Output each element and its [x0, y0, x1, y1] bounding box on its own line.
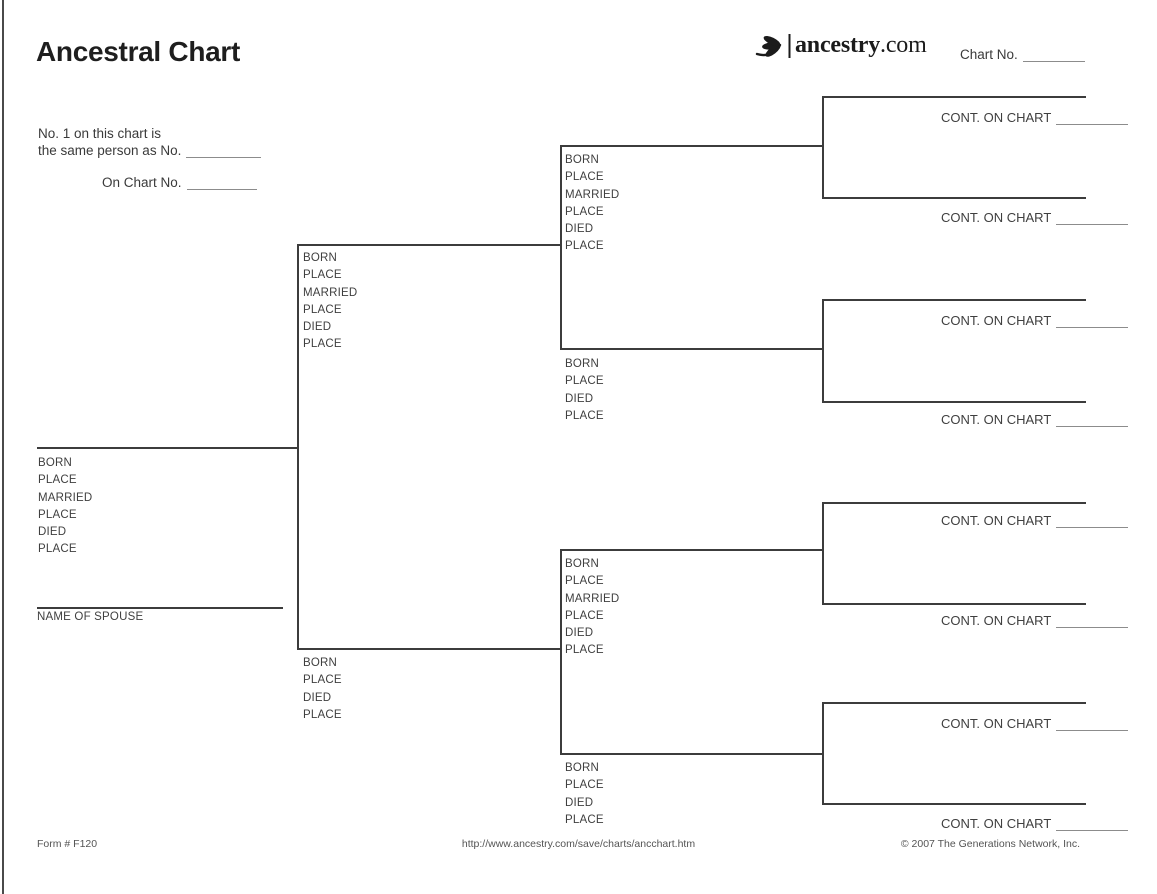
gen3-maternal-connector-line [560, 549, 562, 755]
cont-chart-blank-6 [1056, 615, 1129, 628]
gen3-paternal-connector-line [560, 145, 562, 350]
gen2-connector-line [297, 244, 299, 650]
reference-line-1: No. 1 on this chart is [38, 126, 162, 141]
maternal-grandfather-fields: BORN PLACE MARRIED PLACE DIED PLACE [565, 558, 620, 657]
paternal-grandmother-fields: BORN PLACE DIED PLACE [565, 358, 604, 422]
cont-on-chart-1: CONT. ON CHART [941, 110, 1129, 125]
chart-number-blank [1022, 49, 1085, 62]
cont-on-chart-4: CONT. ON CHART [941, 412, 1129, 427]
chart-number-field: Chart No. [960, 47, 1085, 62]
cont-chart-blank-3 [1056, 315, 1129, 328]
maternal-grandfather-name-line [560, 549, 822, 551]
cont-on-chart-5: CONT. ON CHART [941, 513, 1129, 528]
great-grandparent-line-5 [822, 502, 1086, 504]
on-chart-blank [186, 177, 257, 190]
page-edge-line [2, 0, 4, 894]
spouse-label: NAME OF SPOUSE [37, 611, 144, 623]
cont-chart-blank-8 [1056, 818, 1129, 831]
great-grandparent-line-2 [822, 197, 1086, 199]
gen4-bracket-4-connector [822, 702, 824, 805]
spouse-name-line [37, 607, 283, 609]
cont-on-chart-7: CONT. ON CHART [941, 716, 1129, 731]
father-fields: BORN PLACE MARRIED PLACE DIED PLACE [303, 252, 358, 351]
paternal-grandmother-name-line [560, 348, 822, 350]
form-number: Form # F120 [37, 838, 98, 850]
copyright-notice: © 2007 The Generations Network, Inc. [900, 838, 1080, 850]
great-grandparent-line-8 [822, 803, 1086, 805]
logo-wordmark: ancestry.com [795, 32, 927, 58]
great-grandparent-line-7 [822, 702, 1086, 704]
cont-chart-blank-5 [1056, 515, 1129, 528]
same-person-blank [186, 145, 262, 158]
maternal-grandmother-fields: BORN PLACE DIED PLACE [565, 762, 604, 826]
gen4-bracket-2-connector [822, 299, 824, 403]
cont-chart-blank-1 [1056, 112, 1129, 125]
cont-on-chart-3: CONT. ON CHART [941, 313, 1129, 328]
paternal-grandfather-name-line [560, 145, 822, 147]
cont-chart-blank-7 [1056, 718, 1129, 731]
great-grandparent-line-6 [822, 603, 1086, 605]
cont-on-chart-8: CONT. ON CHART [941, 816, 1129, 831]
gen4-bracket-1-connector [822, 96, 824, 199]
reference-line-2: the same person as No. [38, 143, 262, 158]
cont-chart-blank-4 [1056, 414, 1129, 427]
cont-on-chart-2: CONT. ON CHART [941, 210, 1129, 225]
gen4-bracket-3-connector [822, 502, 824, 605]
ancestry-leaf-icon [755, 34, 791, 58]
cont-on-chart-6: CONT. ON CHART [941, 613, 1129, 628]
mother-name-line [297, 648, 560, 650]
mother-fields: BORN PLACE DIED PLACE [303, 657, 342, 721]
page-title: Ancestral Chart [36, 36, 241, 67]
great-grandparent-line-1 [822, 96, 1086, 98]
reference-line-3: On Chart No. [102, 175, 257, 190]
great-grandparent-line-4 [822, 401, 1086, 403]
footer-url: http://www.ancestry.com/save/charts/ancc… [461, 838, 696, 850]
ancestry-logo: ancestry.com [753, 30, 927, 61]
person-fields: BORN PLACE MARRIED PLACE DIED PLACE [38, 457, 93, 556]
maternal-grandmother-name-line [560, 753, 822, 755]
paternal-grandfather-fields: BORN PLACE MARRIED PLACE DIED PLACE [565, 154, 620, 253]
cont-chart-blank-2 [1056, 212, 1129, 225]
father-name-line [297, 244, 560, 246]
great-grandparent-line-3 [822, 299, 1086, 301]
person-name-line [37, 447, 297, 449]
